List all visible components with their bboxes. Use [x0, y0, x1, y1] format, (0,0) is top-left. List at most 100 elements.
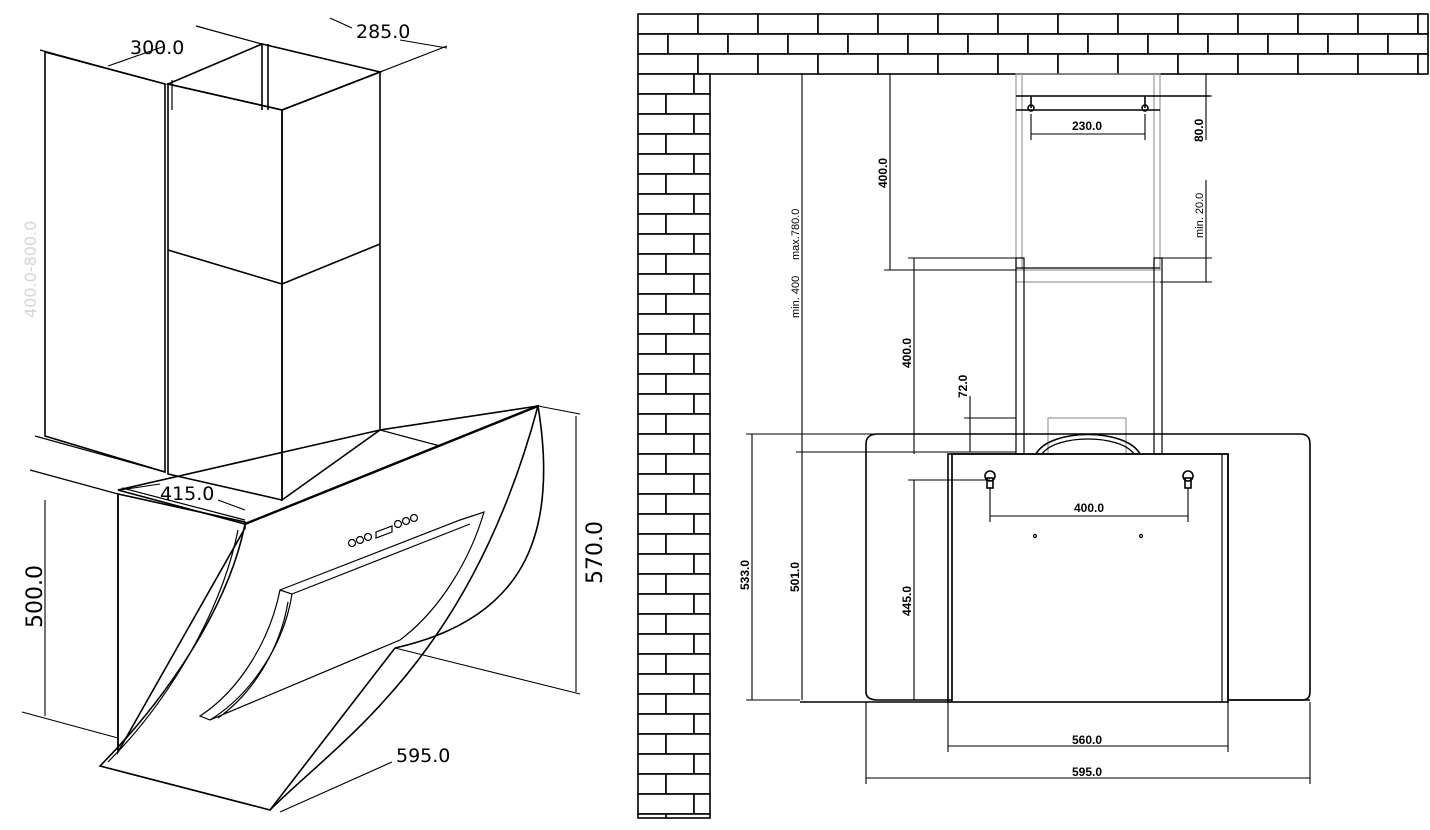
wall-brick [665, 333, 711, 355]
wall-brick [637, 353, 695, 375]
wall-brick [637, 513, 695, 535]
ceiling-brick [637, 33, 669, 55]
ceiling-brick [1297, 53, 1359, 75]
ceiling-brick [667, 33, 729, 55]
ceiling-brick [967, 33, 1029, 55]
dim-label-595: 595.0 [396, 745, 450, 767]
ceiling-brick [697, 13, 759, 35]
wall-brick [693, 433, 711, 455]
ceiling-brick [1417, 13, 1429, 35]
wall-brick [665, 693, 711, 715]
wall-brick [637, 773, 667, 795]
control-button-1 [347, 538, 357, 548]
dim-ext-570-bottom [394, 647, 581, 695]
wall-line-lower [29, 469, 119, 495]
hood-bottom-edge [269, 647, 396, 811]
chimney-side-face [281, 70, 381, 502]
wall-brick [693, 313, 711, 335]
wall-brick [665, 613, 711, 635]
dim-label-445: 445.0 [900, 586, 914, 616]
keyhole-right [1182, 470, 1194, 489]
ceiling-brick [1237, 13, 1299, 35]
hood-outer-panel [865, 433, 1311, 701]
chimney-joint-side [281, 243, 381, 285]
wall-brick [637, 433, 695, 455]
wall-brick [693, 553, 711, 575]
wall-brick [637, 493, 667, 515]
wall-brick [637, 193, 695, 215]
hood-glass-edge [107, 529, 239, 763]
wall-brick [665, 453, 711, 475]
wall-line-upper [34, 435, 166, 473]
wall-brick [637, 293, 667, 315]
motor-cap [1035, 433, 1141, 455]
wall-brick [637, 673, 695, 695]
dim-label-560: 560.0 [1072, 733, 1102, 747]
ceiling-brick [1297, 13, 1359, 35]
wall-brick [665, 533, 711, 555]
wall-brick [637, 573, 667, 595]
dim-label-max780: max.780.0 [790, 209, 802, 260]
wall-brick [637, 133, 667, 155]
ceiling-brick [1057, 13, 1119, 35]
ceiling-brick [1417, 53, 1429, 75]
ceiling-brick [907, 33, 969, 55]
wall-brick [665, 733, 711, 755]
hood-glass-front [98, 404, 540, 811]
dim-label-chimney-range: 400.0-800.0 [21, 221, 40, 318]
ceiling-brick [1177, 53, 1239, 75]
ceiling-brick [637, 13, 699, 35]
ceiling-brick [997, 53, 1059, 75]
dim-label-570: 570.0 [583, 521, 608, 584]
wall-line-right [379, 429, 441, 447]
wall-brick [637, 253, 667, 275]
dim-label-upper-400: 400.0 [876, 158, 890, 188]
wall-brick [665, 253, 711, 275]
wall-brick [693, 193, 711, 215]
dim-line-285-c [399, 39, 448, 49]
wall-brick [693, 273, 711, 295]
ceiling-brick [877, 13, 939, 35]
lower-chimney-left [1015, 257, 1025, 455]
ceiling-brick [757, 53, 819, 75]
dim-label-501: 501.0 [788, 562, 802, 592]
dim-label-230: 230.0 [1072, 119, 1102, 133]
ceiling-brick [1027, 33, 1089, 55]
wall-brick [637, 693, 667, 715]
ceiling-brick [997, 13, 1059, 35]
ceiling-brick [937, 53, 999, 75]
wall-brick [637, 93, 667, 115]
wall-brick [637, 333, 667, 355]
dim-label-80: 80.0 [1192, 118, 1206, 142]
ceiling-brick [1327, 33, 1389, 55]
control-button-2 [355, 535, 365, 545]
wall-brick [637, 553, 695, 575]
wall-brick [637, 233, 695, 255]
ceiling-brick [1207, 33, 1269, 55]
chimney-joint-front [167, 249, 283, 285]
wall-brick [637, 653, 667, 675]
wall-brick [693, 73, 711, 95]
wall-brick [637, 793, 695, 815]
control-button-4 [393, 519, 403, 529]
bracket-screw-right [1141, 96, 1149, 112]
filter-curve-inner [217, 601, 289, 719]
wall-brick [637, 613, 667, 635]
wall-brick [693, 473, 711, 495]
wall-brick [665, 373, 711, 395]
control-button-3 [363, 532, 373, 542]
ceiling-brick [697, 53, 759, 75]
mount-hole-right [1138, 533, 1144, 539]
hood-inner-body [947, 453, 1229, 703]
wall-brick [665, 93, 711, 115]
ceiling-brick [817, 13, 879, 35]
wall-bricks [637, 73, 711, 819]
dim-ext-570-top [537, 405, 581, 415]
dim-ext-500 [21, 711, 119, 739]
wall-brick [637, 453, 667, 475]
wall-brick [665, 813, 711, 819]
wall-brick [665, 493, 711, 515]
wall-brick [693, 153, 711, 175]
ceiling-brick [1117, 53, 1179, 75]
wall-brick [693, 793, 711, 815]
